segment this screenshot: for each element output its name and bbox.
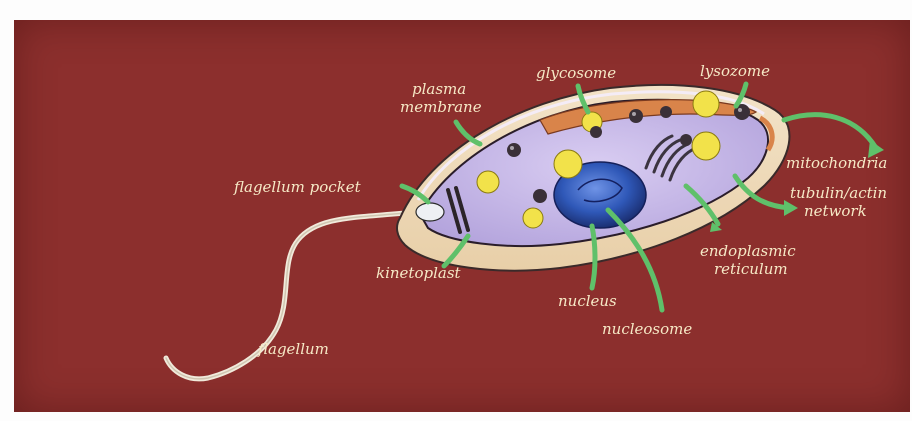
label-flagellum-pocket: flagellum pocket [233,178,362,196]
label-glycosome: glycosome [536,64,616,82]
label-nucleus: nucleus [558,292,617,310]
label-tubulin-2: network [804,202,867,220]
label-plasma-membrane-2: membrane [400,98,482,116]
label-nucleosome: nucleosome [602,320,692,338]
label-plasma-membrane-1: plasma [412,80,466,98]
label-endoplasmic-2: reticulum [714,260,788,278]
label-endoplasmic-1: endoplasmic [700,242,796,260]
label-flagellum: flagellum [257,340,329,358]
label-kinetoplast: kinetoplast [376,264,462,282]
label-tubulin-1: tubulin/actin [790,184,887,202]
label-mitochondria: mitochondria [786,154,887,172]
label-lysozome: lysozome [700,62,770,80]
flagellum-pocket-shape [416,203,444,221]
